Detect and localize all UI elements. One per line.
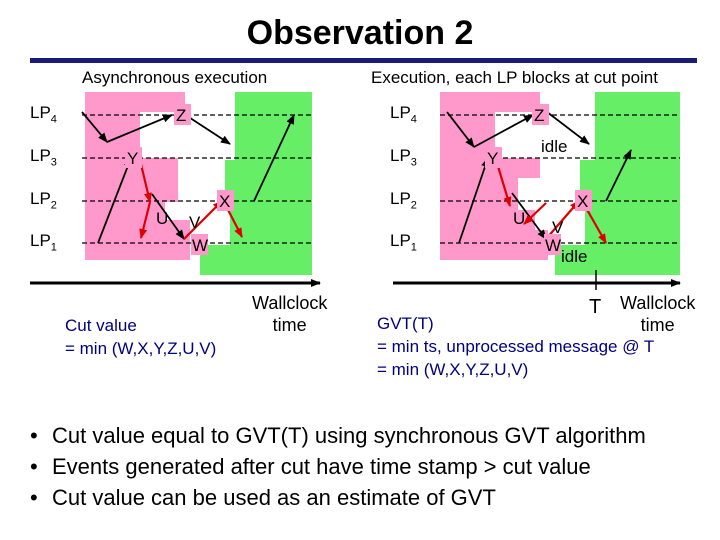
left-event-u: U — [156, 209, 168, 228]
right-event-y: Y — [487, 149, 498, 168]
slide-title: Observation 2 — [246, 14, 474, 52]
left-event-w: W — [192, 236, 208, 255]
lp-label-base: LP — [390, 189, 411, 208]
right-caption-line1: GVT(T) — [377, 314, 434, 333]
lp-label-base: LP — [30, 231, 51, 250]
bullet-item: • Cut value equal to GVT(T) using synchro… — [30, 420, 646, 451]
right-lp-label-3: LP3 — [390, 146, 417, 168]
lp-label-subscript: 3 — [410, 156, 417, 169]
right-event-boxes — [485, 104, 592, 255]
lp-label-subscript: 1 — [50, 241, 57, 254]
lp-label-subscript: 1 — [410, 241, 417, 254]
lp-execution-diagram: Z Y X U V W — [30, 92, 681, 290]
right-event-z: Z — [534, 106, 544, 125]
bullet-dot: • — [30, 454, 38, 479]
bullet-item: • Events generated after cut have time st… — [30, 451, 646, 482]
bullet-text: Events generated after cut have time sta… — [52, 454, 591, 479]
right-idle-bottom: idle — [561, 247, 587, 266]
right-event-x: X — [577, 192, 588, 211]
left-panel-heading: Asynchronous execution — [82, 68, 268, 87]
left-pink-region — [85, 92, 190, 260]
left-lp-label-1: LP1 — [30, 231, 57, 253]
right-lp-label-2: LP2 — [390, 189, 417, 211]
lp-label-base: LP — [30, 146, 51, 165]
lp-label-subscript: 2 — [410, 199, 417, 212]
bullet-text: Cut value equal to GVT(T) using synchron… — [52, 423, 646, 448]
right-wallclock-label: Wallclock time — [620, 293, 696, 335]
right-pink-region — [440, 92, 548, 260]
left-event-x: X — [219, 192, 230, 211]
bullet-item: • Cut value can be used as an estimate of… — [30, 482, 646, 513]
bullet-list: • Cut value equal to GVT(T) using synchro… — [30, 420, 646, 513]
left-caption-line1: Cut value — [65, 316, 137, 335]
right-event-u: U — [513, 209, 525, 228]
right-panel: Z Y X U V W idle idle — [393, 92, 681, 290]
right-caption-line2: = min ts, unprocessed message @ T — [377, 337, 655, 356]
lp-label-base: LP — [390, 146, 411, 165]
left-green-region — [200, 92, 312, 275]
right-green-region — [555, 92, 680, 275]
right-t-marker: T — [589, 296, 602, 318]
bullet-text: Cut value can be used as an estimate of … — [52, 485, 496, 510]
lp-label-base: LP — [30, 103, 51, 122]
lp-label-base: LP — [30, 189, 51, 208]
bullet-dot: • — [30, 423, 38, 448]
left-event-v: V — [189, 213, 201, 232]
lp-label-base: LP — [390, 231, 411, 250]
left-wallclock-label: Wallclock time — [252, 293, 328, 335]
lp-label-base: LP — [390, 103, 411, 122]
left-event-z: Z — [176, 106, 186, 125]
lp-label-subscript: 4 — [410, 113, 417, 126]
lp-label-subscript: 3 — [50, 156, 57, 169]
left-event-boxes — [125, 104, 234, 255]
right-panel-heading: Execution, each LP blocks at cut point — [371, 68, 658, 87]
left-lp-label-2: LP2 — [30, 189, 57, 211]
right-idle-top: idle — [541, 137, 567, 156]
left-event-y: Y — [127, 149, 138, 168]
left-lp-label-3: LP3 — [30, 146, 57, 168]
right-lp-label-1: LP1 — [390, 231, 417, 253]
right-caption-line3: = min (W,X,Y,Z,U,V) — [377, 360, 529, 379]
lp-label-subscript: 4 — [50, 113, 57, 126]
bullet-dot: • — [30, 485, 38, 510]
right-event-v: V — [552, 218, 564, 237]
right-lp-label-4: LP4 — [390, 103, 417, 125]
right-event-w: W — [545, 236, 561, 255]
lp-label-subscript: 2 — [50, 199, 57, 212]
title-underline — [30, 58, 697, 63]
left-panel: Z Y X U V W — [30, 92, 321, 287]
left-lp-label-4: LP4 — [30, 103, 57, 125]
left-caption-line2: = min (W,X,Y,Z,U,V) — [65, 339, 217, 358]
